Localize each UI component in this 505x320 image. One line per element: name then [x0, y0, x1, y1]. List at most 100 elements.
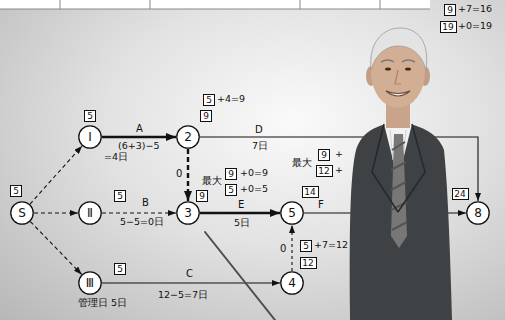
node-text: 9	[228, 170, 234, 179]
note-text: (6+3)−5	[118, 141, 159, 151]
nose	[395, 70, 401, 84]
value-box: 5	[225, 184, 237, 196]
note-text: +7=12	[314, 240, 348, 250]
note-text: 5−5=0日	[120, 217, 164, 227]
node-text: 14	[304, 188, 315, 197]
value-box: 12	[300, 257, 317, 269]
hair	[371, 28, 427, 70]
node-text: 5	[87, 112, 93, 121]
value-box: 5	[114, 263, 126, 275]
tie	[391, 134, 407, 248]
node-text: 9	[321, 151, 327, 160]
node-text: 9	[447, 6, 453, 15]
note-text: 7日	[252, 141, 268, 151]
node-text: 24	[454, 190, 465, 199]
note-text: 5日	[234, 218, 250, 228]
node-text: Ⅰ	[88, 131, 92, 143]
node-circle	[79, 202, 101, 224]
activity-arrow	[187, 149, 189, 201]
value-box: 9	[196, 190, 208, 202]
node-text: Ⅲ	[86, 277, 94, 289]
note-text: 12−5=7日	[158, 290, 208, 300]
node-circle	[467, 202, 489, 224]
note-text: +0=9	[240, 168, 268, 178]
pointer-stick	[205, 232, 275, 320]
event-node: Ⅰ	[78, 125, 102, 149]
eye	[405, 67, 411, 70]
activity-arrow	[30, 146, 82, 204]
table-rule	[300, 0, 301, 9]
value-box: 5	[84, 110, 96, 122]
node-text: 9	[203, 112, 209, 121]
event-node: Ⅲ	[78, 271, 102, 295]
edge-label: B	[142, 197, 149, 208]
edge-label: D	[255, 124, 263, 135]
value-box: 5	[300, 240, 312, 252]
node-circle	[177, 126, 199, 148]
node-text: 12	[318, 167, 329, 176]
event-node: Ⅱ	[78, 201, 102, 225]
node-circle	[11, 202, 33, 224]
value-box: 9	[225, 168, 237, 180]
node-text: 3	[184, 207, 192, 219]
edge-label: F	[318, 199, 324, 210]
note-text: =4日	[104, 152, 128, 162]
node-text: 5	[288, 207, 296, 219]
node-text: 5	[117, 265, 123, 274]
eyebrow	[381, 60, 415, 62]
smile	[386, 91, 410, 96]
value-box: 9	[318, 149, 330, 161]
activity-arrow	[200, 212, 280, 214]
note-text: +7=16	[458, 4, 492, 14]
table-row	[0, 0, 430, 9]
note-text: 最大	[202, 176, 222, 186]
note-text: +0=5	[240, 184, 268, 194]
activity-arrow	[30, 222, 81, 275]
note-text: +	[335, 149, 343, 159]
activity-arrow	[102, 212, 176, 213]
node-text: 19	[442, 23, 453, 32]
node-text: 9	[199, 192, 205, 201]
edge-label: E	[238, 199, 244, 210]
value-box: 5	[114, 190, 126, 202]
value-box: 12	[316, 165, 333, 177]
activity-arrow	[102, 136, 176, 138]
node-text: 8	[474, 207, 482, 219]
node-text: 5	[206, 96, 212, 105]
edge-label: C	[186, 268, 193, 279]
table-rule	[60, 0, 61, 9]
node-circle	[177, 202, 199, 224]
activity-arrow	[34, 212, 78, 213]
node-text: 5	[13, 187, 19, 196]
shirt-stripe	[390, 130, 393, 160]
node-circle	[79, 272, 101, 294]
node-text: S	[18, 207, 26, 219]
node-text: 5	[117, 192, 123, 201]
value-box: 9	[200, 110, 212, 122]
value-box: 9	[444, 4, 456, 16]
node-text: 5	[303, 242, 309, 251]
activity-arrow	[102, 282, 280, 283]
note-text: +4=9	[217, 94, 245, 104]
activity-arrow	[291, 225, 292, 271]
event-node: 3	[176, 201, 200, 225]
event-node: 2	[176, 125, 200, 149]
lapel	[372, 124, 398, 212]
node-text: 2	[184, 131, 192, 143]
table-rule	[150, 0, 151, 9]
value-box: 5	[10, 185, 22, 197]
tie-stripe	[391, 142, 407, 230]
event-node: S	[10, 201, 34, 225]
edge-label: 0	[280, 243, 286, 254]
edge-label: A	[136, 123, 143, 134]
jacket	[350, 124, 452, 320]
event-node: 4	[280, 271, 304, 295]
node-text: 5	[228, 186, 234, 195]
value-box: 19	[440, 21, 457, 33]
value-box: 24	[452, 188, 469, 200]
node-text: Ⅱ	[87, 207, 93, 219]
value-box: 14	[302, 186, 319, 198]
node-circle	[79, 126, 101, 148]
